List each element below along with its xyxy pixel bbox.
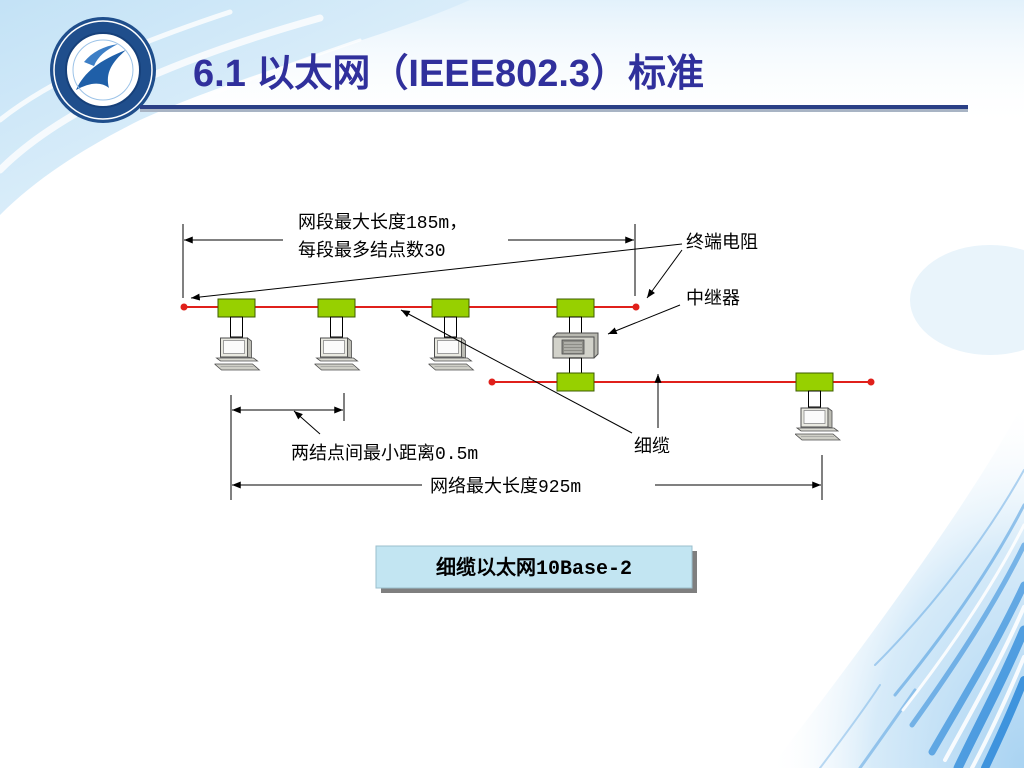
pointer-arrow-terminator-left xyxy=(190,243,683,301)
transceiver-node xyxy=(317,298,356,318)
min-distance-label: 两结点间最小距离0.5m xyxy=(291,443,478,465)
pointer-arrow-terminator-right xyxy=(646,249,683,299)
drop-cable xyxy=(569,316,582,334)
caption-text: 细缆以太网10Base-2 xyxy=(436,555,632,581)
dimension-network-length xyxy=(232,455,823,500)
title-underline xyxy=(140,105,968,112)
segment-node-count-label: 每段最多结点数30 xyxy=(298,240,446,262)
computer-icon xyxy=(314,337,360,371)
pointer-arrow-cable-segment-1 xyxy=(400,309,633,434)
network-length-label: 网络最大长度925m xyxy=(430,476,581,498)
terminator-dot xyxy=(488,378,496,386)
cable-label: 细缆 xyxy=(634,436,670,458)
terminator-label: 终端电阻 xyxy=(686,232,758,254)
slide-title: 6.1 以太网（IEEE802.3）标准 xyxy=(193,53,704,95)
terminator-dot xyxy=(180,303,188,311)
computer-icon xyxy=(214,337,260,371)
transceiver-node xyxy=(556,298,595,318)
drop-cable xyxy=(230,316,243,338)
computer-icon xyxy=(428,337,474,371)
transceiver-node xyxy=(217,298,256,318)
drop-cable xyxy=(569,357,582,374)
dimension-segment-length xyxy=(182,224,636,298)
drop-cable xyxy=(330,316,343,338)
computer-icon xyxy=(795,407,841,441)
pointer-arrow-repeater xyxy=(607,304,681,335)
transceiver-node xyxy=(431,298,470,318)
caption-box: 细缆以太网10Base-2 xyxy=(375,545,697,593)
repeater-label: 中继器 xyxy=(686,288,740,310)
drop-cable xyxy=(808,390,821,408)
dimension-min-node-distance xyxy=(230,393,345,500)
terminator-dot xyxy=(867,378,875,386)
drop-cable xyxy=(444,316,457,338)
segment-length-label: 网段最大长度185m， xyxy=(298,212,467,234)
transceiver-node xyxy=(795,372,834,392)
repeater-icon xyxy=(552,332,599,359)
terminator-dot xyxy=(632,303,640,311)
transceiver-node xyxy=(556,372,595,392)
college-seal-icon xyxy=(50,17,156,123)
network-diagram: 网段最大长度185m， 每段最多结点数30 xyxy=(180,212,875,500)
